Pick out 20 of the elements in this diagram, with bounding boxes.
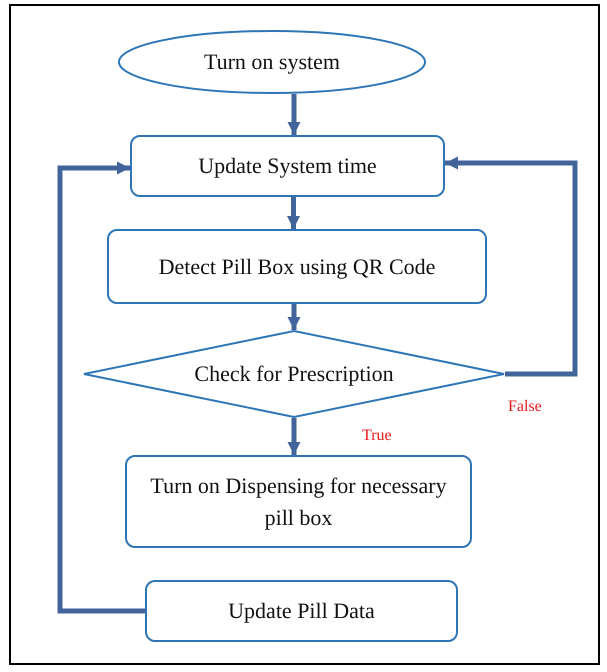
arrow bbox=[58, 162, 145, 614]
process-box bbox=[107, 229, 487, 304]
node-text: Detect Pill Box using QR Code bbox=[158, 252, 436, 281]
arrow bbox=[445, 156, 578, 376]
start-ellipse bbox=[118, 30, 426, 94]
edge-label: True bbox=[362, 427, 392, 445]
process-box bbox=[145, 580, 458, 642]
node-text: Update System time bbox=[198, 152, 377, 180]
arrow bbox=[288, 304, 300, 330]
node-text: Turn on system bbox=[204, 48, 340, 76]
process-box bbox=[125, 455, 472, 548]
arrow bbox=[288, 418, 300, 455]
edge-label: False bbox=[508, 398, 542, 416]
node-text: Update Pill Data bbox=[228, 597, 375, 626]
process-box bbox=[130, 135, 445, 197]
node-text: Turn on Dispensing for necessary pill box bbox=[149, 472, 448, 532]
node-text: Check for Prescription bbox=[194, 360, 394, 388]
decision-diamond bbox=[83, 330, 505, 418]
arrow bbox=[288, 94, 300, 135]
arrow bbox=[287, 197, 300, 229]
